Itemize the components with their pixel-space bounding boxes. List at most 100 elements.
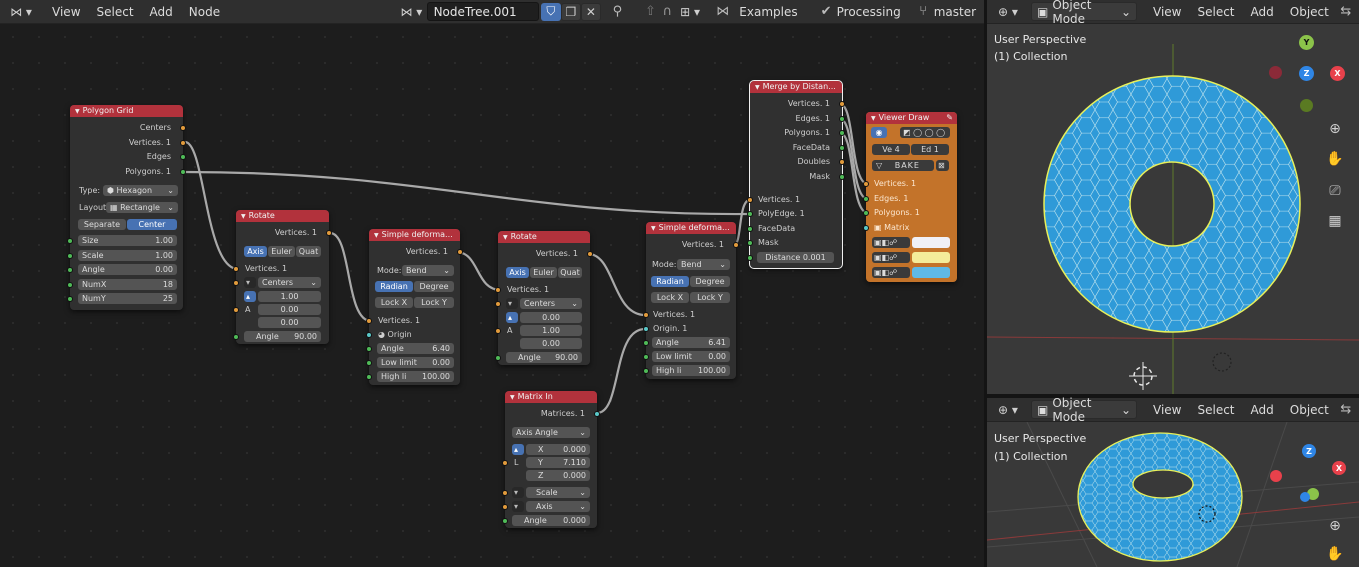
mode-dropdown[interactable]: Bend⌄: [677, 259, 730, 270]
pan-hand-icon[interactable]: ✋: [1326, 546, 1344, 562]
socket-scale[interactable]: [67, 253, 73, 259]
bake-button[interactable]: ▽ BAKE: [872, 160, 934, 171]
socket-vertices[interactable]: [180, 140, 186, 146]
area-divider-vertical[interactable]: [984, 0, 987, 567]
socket-in-polyedge[interactable]: [747, 211, 753, 217]
axis-z-field[interactable]: 0.00: [520, 338, 582, 349]
gizmo-z-axis[interactable]: Z: [1299, 66, 1314, 81]
axis-expand[interactable]: ▾: [512, 501, 524, 512]
distance-field[interactable]: Distance 0.001: [757, 252, 834, 263]
face-color-icons[interactable]: ▣◧☍: [872, 267, 910, 278]
camera-icon[interactable]: ⎚: [1329, 183, 1341, 199]
socket-angle[interactable]: [233, 334, 239, 340]
socket-centers[interactable]: [495, 301, 501, 307]
socket-in-mask[interactable]: [747, 240, 753, 246]
edge-color-swatch[interactable]: [912, 252, 950, 263]
socket-in-vertices[interactable]: [233, 266, 239, 272]
gizmo-y-axis[interactable]: Y: [1299, 35, 1314, 50]
node-title[interactable]: ▼Viewer Draw✎: [866, 112, 957, 124]
snap-element-icon[interactable]: ⊞ ▾: [680, 4, 701, 19]
gizmo-neg-x-axis[interactable]: [1270, 470, 1282, 482]
mode-dropdown[interactable]: Bend⌄: [402, 265, 454, 276]
node-simple-deform-2[interactable]: ▼Simple deforma... Vertices. 1 Mode: Ben…: [643, 222, 739, 379]
gizmo-x-axis[interactable]: X: [1330, 66, 1345, 81]
menu-object[interactable]: Object: [1289, 402, 1329, 417]
socket-high-limit[interactable]: [643, 368, 649, 374]
degree-button[interactable]: Degree: [414, 281, 454, 292]
separate-button[interactable]: Separate: [78, 219, 126, 230]
transform-icon[interactable]: ⇆: [1340, 4, 1352, 19]
node-title[interactable]: ▼Rotate: [498, 231, 590, 243]
face-color-swatch[interactable]: [912, 267, 950, 278]
axis-y-field[interactable]: 0.00: [258, 304, 321, 315]
node-merge-by-distance[interactable]: ▼Merge by Distan... Vertices. 1 Edges. 1…: [747, 80, 845, 269]
socket-in-vertices[interactable]: [863, 181, 869, 187]
centers-expand[interactable]: ▾: [506, 298, 518, 309]
perspective-grid-icon[interactable]: ▦: [1328, 213, 1342, 229]
menu-add[interactable]: Add: [149, 4, 173, 19]
socket-numy[interactable]: [67, 296, 73, 302]
menu-view[interactable]: View: [52, 4, 81, 19]
scale-expand[interactable]: ▾: [512, 487, 524, 498]
node-title[interactable]: ▼Rotate: [236, 210, 329, 222]
object-mode-dropdown[interactable]: ▣ Object Mode ⌄: [1031, 396, 1137, 424]
axis-x-field[interactable]: 0.00: [520, 312, 582, 323]
scale-dropdown[interactable]: Scale⌄: [526, 487, 590, 498]
processing-toggle[interactable]: Processing: [836, 4, 901, 19]
socket-low-limit[interactable]: [366, 360, 372, 366]
socket-in-vertices[interactable]: [495, 287, 501, 293]
display-mode-icons[interactable]: ◩ ◯ ◯ ◯: [900, 127, 950, 138]
eye-icon[interactable]: ◉: [871, 127, 887, 138]
menu-select[interactable]: Select: [96, 4, 134, 19]
axis-z-field[interactable]: 0.00: [258, 317, 321, 328]
socket-angle[interactable]: [495, 355, 501, 361]
lock-y-button[interactable]: Lock Y: [414, 297, 454, 308]
object-mode-dropdown[interactable]: ▣ Object Mode ⌄: [1031, 0, 1137, 26]
node-viewer-draw[interactable]: ▼Viewer Draw✎ ◉ ◩ ◯ ◯ ◯ Ve 4 Ed 1 ▽ BAKE…: [863, 112, 957, 282]
menu-add[interactable]: Add: [1250, 4, 1274, 19]
socket-distance[interactable]: [747, 255, 753, 261]
axis-button[interactable]: Axis: [244, 246, 267, 257]
euler-button[interactable]: Euler: [530, 267, 557, 278]
menu-add[interactable]: Add: [1250, 402, 1274, 417]
socket-out-vertices[interactable]: [839, 101, 845, 107]
socket-centers[interactable]: [233, 280, 239, 286]
lock-x-button[interactable]: Lock X: [375, 297, 413, 308]
axis-y-field[interactable]: 1.00: [520, 325, 582, 336]
node-polygon-grid[interactable]: ▼Polygon Grid Centers Vertices. 1 Edges …: [67, 105, 186, 310]
node-title[interactable]: ▼Polygon Grid: [70, 105, 183, 117]
pan-hand-icon[interactable]: ✋: [1326, 151, 1344, 167]
bake-options-icon[interactable]: ⊠: [936, 160, 949, 171]
socket-axis[interactable]: [502, 504, 508, 510]
socket-angle[interactable]: [643, 340, 649, 346]
socket-centers[interactable]: [180, 125, 186, 131]
vertex-color-swatch[interactable]: [912, 237, 950, 248]
matrix-mode-dropdown[interactable]: Axis Angle⌄: [512, 427, 590, 438]
socket-numx[interactable]: [67, 282, 73, 288]
socket-in-vertices[interactable]: [747, 197, 753, 203]
menu-select[interactable]: Select: [1197, 4, 1235, 19]
checkmark-icon[interactable]: ✔: [820, 4, 832, 19]
fake-user-shield-icon[interactable]: ⛉: [540, 2, 561, 21]
socket-in-vertices[interactable]: [643, 312, 649, 318]
euler-button[interactable]: Euler: [268, 246, 295, 257]
node-title[interactable]: ▼Matrix In: [505, 391, 597, 403]
axis-expand[interactable]: ▴: [506, 312, 518, 323]
degree-button[interactable]: Degree: [690, 276, 730, 287]
socket-out-polygons[interactable]: [839, 130, 845, 136]
axis-expand[interactable]: ▴: [244, 291, 256, 302]
quat-button[interactable]: Quat: [558, 267, 582, 278]
socket-axis[interactable]: [495, 328, 501, 334]
location-expand[interactable]: ▴: [512, 444, 524, 455]
quat-button[interactable]: Quat: [296, 246, 321, 257]
type-dropdown[interactable]: ⬢ Hexagon⌄: [103, 185, 178, 196]
